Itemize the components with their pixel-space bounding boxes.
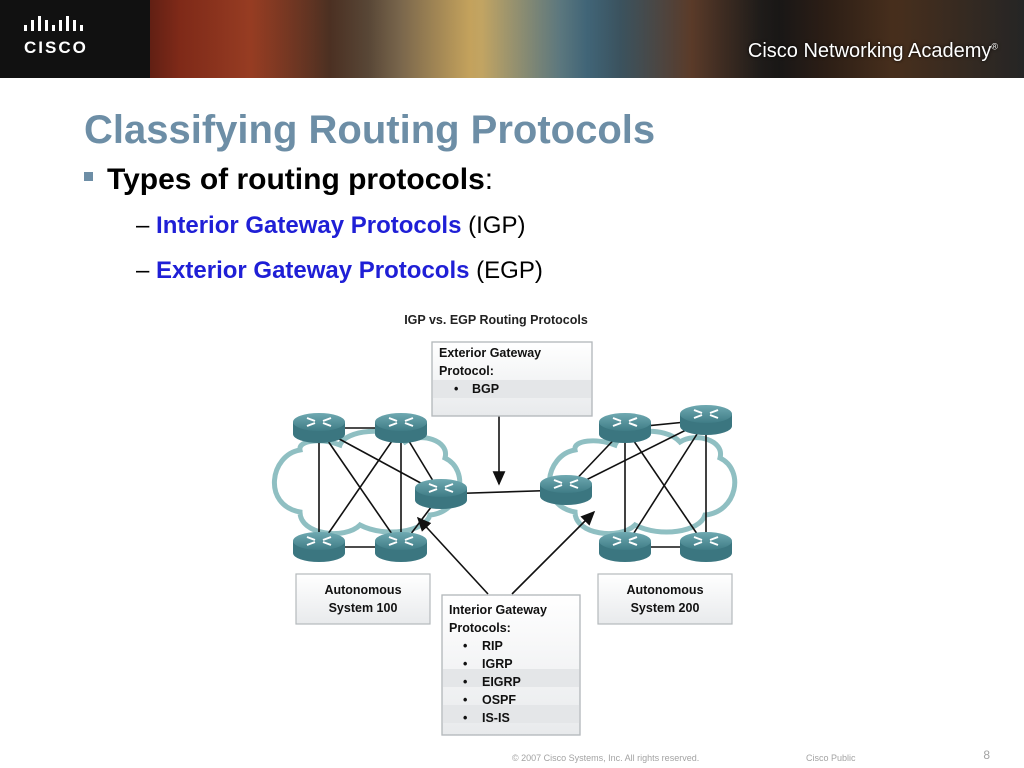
as-200-line2: System 200	[631, 601, 700, 615]
bullet-dot: •	[463, 711, 467, 725]
page-number: 8	[983, 748, 990, 762]
bullet-dot: •	[463, 693, 467, 707]
bullet-dot: •	[463, 639, 467, 653]
academy-mark: ®	[991, 41, 998, 52]
router-icon	[680, 405, 732, 435]
egp-box-line2: Protocol:	[439, 364, 494, 378]
router-icon	[415, 479, 467, 509]
subbullet-igp: – Interior Gateway Protocols (IGP)	[136, 212, 525, 240]
bullet-types-bold: Types of routing protocols	[107, 163, 485, 196]
router-icon	[680, 532, 732, 562]
router-icon	[293, 532, 345, 562]
bullet-types: Types of routing protocols:	[84, 163, 493, 197]
subbullet-egp-highlight: Exterior Gateway Protocols	[156, 257, 470, 284]
router-icon	[375, 413, 427, 443]
as-100-line2: System 100	[329, 601, 398, 615]
egp-box-line1: Exterior Gateway	[439, 346, 541, 360]
router-icon	[293, 413, 345, 443]
igp-arrow-right	[511, 510, 596, 595]
router-icon	[599, 413, 651, 443]
subbullet-egp: – Exterior Gateway Protocols (EGP)	[136, 257, 543, 285]
router-icon	[599, 532, 651, 562]
diagram-title: IGP vs. EGP Routing Protocols	[404, 313, 588, 327]
igp-item-ospf: OSPF	[482, 693, 516, 707]
square-bullet-icon	[84, 172, 93, 181]
igp-arrow-left	[416, 516, 489, 595]
bullet-dot: •	[463, 657, 467, 671]
igp-item-rip: RIP	[482, 639, 503, 653]
subbullet-egp-abbr: (EGP)	[469, 257, 543, 284]
subbullet-dash: –	[136, 257, 150, 284]
igp-box: Interior Gateway Protocols: • RIP • IGRP…	[441, 594, 581, 736]
banner-photo-strip	[150, 0, 1024, 78]
cisco-bridge-icon	[24, 16, 83, 31]
igp-item-isis: IS-IS	[482, 711, 510, 725]
router-icon	[540, 475, 592, 505]
as-200-line1: Autonomous	[626, 583, 703, 597]
subbullet-igp-abbr: (IGP)	[461, 212, 526, 239]
egp-box: Exterior Gateway Protocol: • BGP	[431, 341, 593, 417]
cisco-logo-text: CISCO	[24, 38, 88, 57]
academy-text: Cisco Networking Academy	[747, 40, 992, 62]
footer-classification: Cisco Public	[806, 753, 856, 763]
header-banner: CISCO Cisco Networking Academy®	[0, 0, 1024, 78]
slide-title: Classifying Routing Protocols	[84, 108, 656, 152]
igp-box-line2: Protocols:	[449, 621, 511, 635]
routers	[293, 405, 732, 562]
bullet-dot: •	[454, 382, 458, 396]
cisco-logo: CISCO	[0, 0, 150, 78]
subbullet-igp-highlight: Interior Gateway Protocols	[156, 212, 462, 239]
subbullet-dash: –	[136, 212, 150, 239]
as-100-line1: Autonomous	[324, 583, 401, 597]
egp-item-bgp: BGP	[472, 382, 499, 396]
igp-item-eigrp: EIGRP	[482, 675, 521, 689]
router-icon	[375, 532, 427, 562]
igp-box-line1: Interior Gateway	[449, 603, 547, 617]
footer-copyright: © 2007 Cisco Systems, Inc. All rights re…	[512, 753, 700, 763]
bullet-dot: •	[463, 675, 467, 689]
as-200-box: Autonomous System 200	[597, 573, 733, 625]
bullet-types-colon: :	[484, 163, 494, 196]
igp-item-igrp: IGRP	[482, 657, 513, 671]
as-100-box: Autonomous System 100	[295, 573, 431, 625]
academy-brand: Cisco Networking Academy®	[748, 40, 998, 63]
